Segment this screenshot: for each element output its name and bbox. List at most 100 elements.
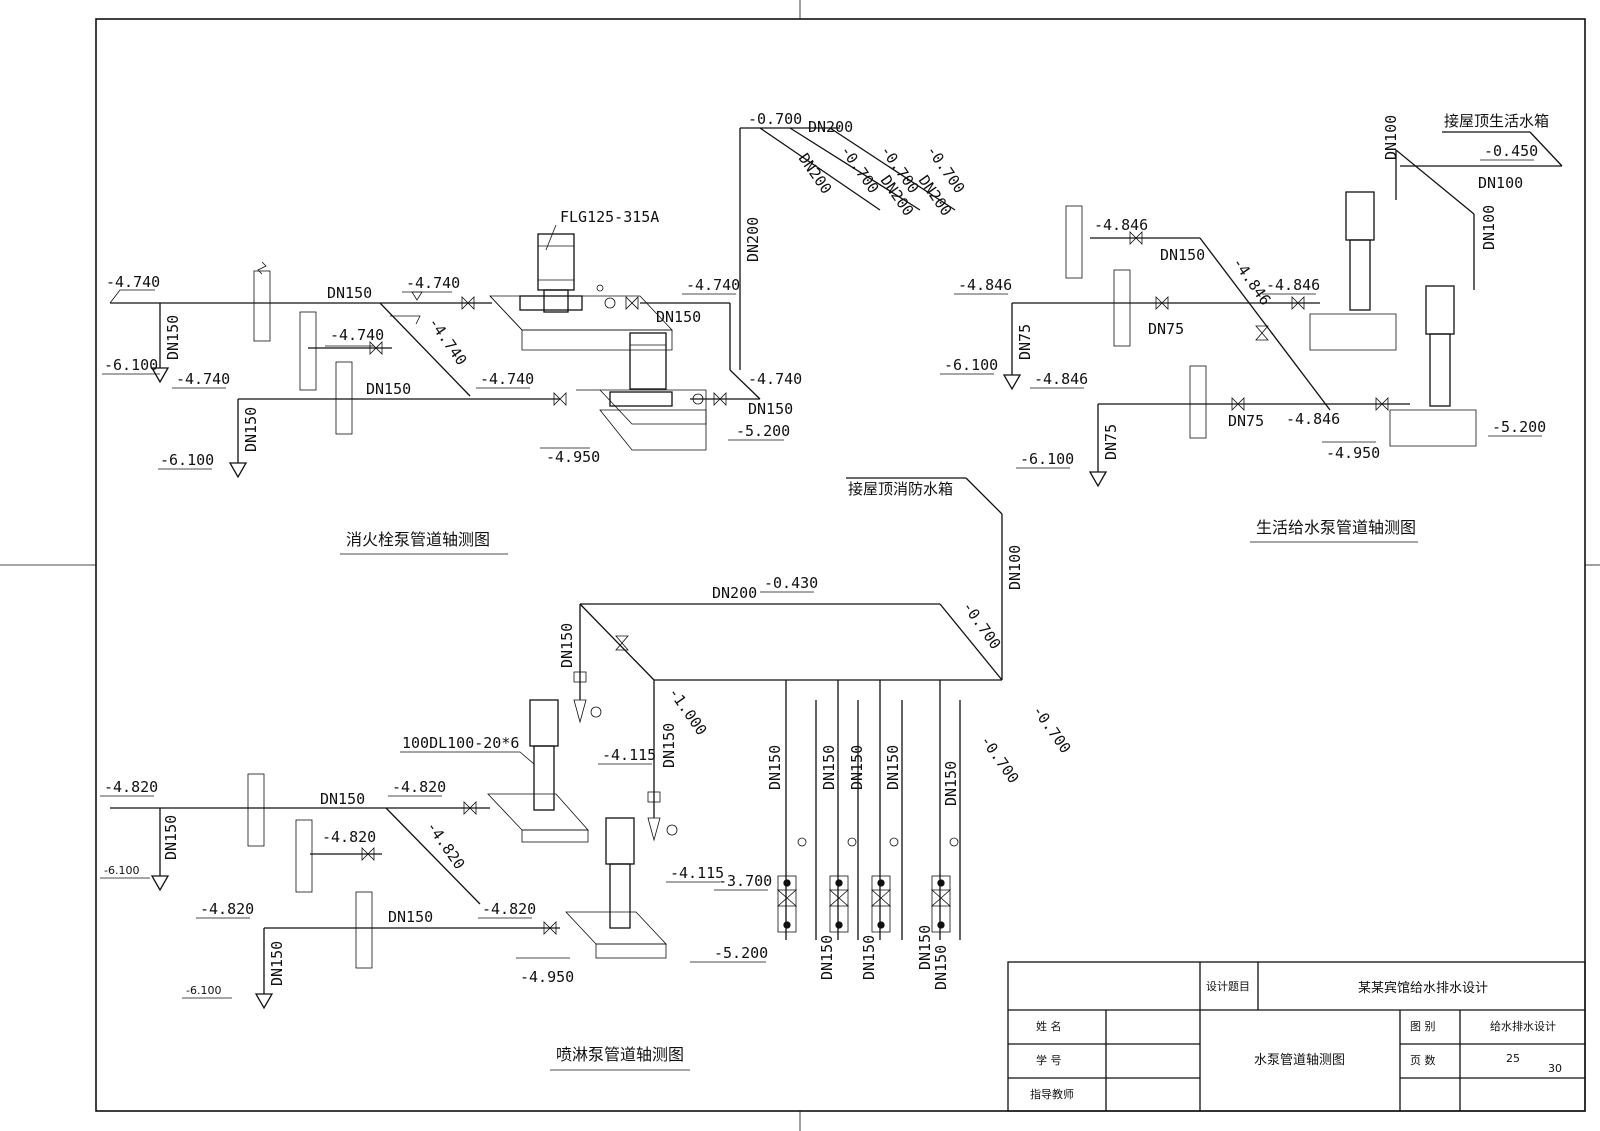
pipe-size-label: DN150: [1160, 246, 1205, 264]
pipe-size-label: DN150: [320, 790, 365, 808]
elevation-label: -4.740: [330, 326, 384, 344]
elevation-label: -4.950: [520, 968, 574, 986]
elevation-label: -5.200: [714, 944, 768, 962]
elevation-label: -4.740: [406, 274, 460, 292]
pipe-size-label: DN150: [860, 935, 878, 980]
diagram-title: 喷淋泵管道轴测图: [556, 1045, 684, 1064]
pipe-size-label: DN150: [268, 941, 286, 986]
page-count-label: 页 数: [1410, 1054, 1436, 1067]
elevation-label: -4.820: [104, 778, 158, 796]
elevation-label: -4.740: [748, 370, 802, 388]
alarm-valve-group: [776, 837, 807, 933]
pipe-size-label: DN150: [660, 723, 678, 768]
fire-hydrant-pump-diagram: -4.740 DN150 -6.100 DN150 -4.740 -4.740 …: [102, 110, 969, 555]
alarm-valve-group: [828, 837, 857, 933]
elevation-label: -5.200: [1492, 418, 1546, 436]
pump-model-label: 100DL100-20*6: [402, 734, 519, 752]
pipe-size-label: DN150: [820, 745, 838, 790]
pipe-size-label: DN150: [366, 380, 411, 398]
pipe-size-label: DN150: [388, 908, 433, 926]
elevation-label: -6.100: [160, 451, 214, 469]
pipe-size-label: DN200: [744, 217, 762, 262]
elevation-label: -4.950: [1326, 444, 1380, 462]
elevation-label: -4.820: [200, 900, 254, 918]
pipe-size-label: DN150: [916, 925, 934, 970]
pipe-size-label: DN150: [558, 623, 576, 668]
elevation-label: -4.740: [686, 276, 740, 294]
pipe-size-label: DN75: [1228, 412, 1264, 430]
student-id-label: 学 号: [1036, 1053, 1062, 1067]
diagram-title: 生活给水泵管道轴测图: [1256, 518, 1416, 537]
elevation-label: -4.846: [1094, 216, 1148, 234]
pipe-size-label: DN150: [818, 935, 836, 980]
alarm-valve-group: [930, 837, 959, 933]
elevation-label: -4.820: [482, 900, 536, 918]
domestic-pump-diagram: DN75 -4.846 -6.100 -4.846 -4.846 DN150 -…: [940, 112, 1563, 543]
elevation-label: -4.846: [1286, 410, 1340, 428]
elevation-label: -4.740: [480, 370, 534, 388]
title-block: 设计题目 某某宾馆给水排水设计 姓 名 学 号 指导教师 水泵管道轴测图 图 别…: [1007, 961, 1586, 1112]
elevation-label: -4.740: [106, 273, 160, 291]
name-label: 姓 名: [1036, 1019, 1062, 1033]
pipe-size-label: DN150: [242, 407, 260, 452]
category-label: 图 别: [1410, 1020, 1436, 1033]
sheet-number: 30: [1548, 1062, 1562, 1075]
elevation-label: -4.846: [1266, 276, 1320, 294]
pipe-size-label: DN150: [327, 284, 372, 302]
elevation-label: -4.846: [958, 276, 1012, 294]
tank-connection-note: 接屋顶生活水箱: [1444, 112, 1549, 130]
elevation-label: -6.100: [944, 356, 998, 374]
elevation-label: -0.700: [837, 142, 883, 197]
pipe-size-label: DN150: [942, 761, 960, 806]
elevation-label: -4.115: [602, 746, 656, 764]
pipe-size-label: DN150: [848, 745, 866, 790]
category-value: 给水排水设计: [1490, 1019, 1556, 1033]
drawing-name-value: 水泵管道轴测图: [1254, 1053, 1345, 1068]
pipe-size-label: DN150: [884, 745, 902, 790]
elevation-label: -0.700: [977, 732, 1023, 787]
elevation-label: -6.100: [186, 984, 221, 997]
pipe-size-label: DN200: [712, 584, 757, 602]
pump-model-label: FLG125-315A: [560, 208, 659, 226]
elevation-label: -4.740: [176, 370, 230, 388]
design-topic-value: 某某宾馆给水排水设计: [1358, 980, 1488, 996]
pipe-size-label: DN75: [1102, 424, 1120, 460]
elevation-label: -0.700: [959, 598, 1005, 653]
elevation-label: -4.740: [425, 314, 471, 369]
elevation-label: -3.700: [718, 872, 772, 890]
pipe-size-label: DN150: [766, 745, 784, 790]
elevation-label: -4.115: [670, 864, 724, 882]
pipe-size-label: DN200: [795, 150, 836, 197]
elevation-label: -0.700: [748, 110, 802, 128]
advisor-label: 指导教师: [1030, 1087, 1074, 1101]
elevation-label: -4.820: [392, 778, 446, 796]
pipe-size-label: DN150: [656, 308, 701, 326]
elevation-label: -4.820: [423, 818, 469, 873]
page-count-value: 25: [1506, 1052, 1520, 1065]
elevation-label: -4.820: [322, 828, 376, 846]
pipe-size-label: DN150: [932, 945, 950, 990]
elevation-label: -4.950: [546, 448, 600, 466]
pipe-size-label: DN100: [1480, 205, 1498, 250]
pipe-size-label: DN75: [1016, 324, 1034, 360]
elevation-label: -0.450: [1484, 142, 1538, 160]
tank-connection-note: 接屋顶消防水箱: [848, 480, 953, 498]
pipe-size-label: DN150: [162, 815, 180, 860]
elevation-label: -6.100: [1020, 450, 1074, 468]
pipe-size-label: DN100: [1382, 115, 1400, 160]
alarm-valve-group: [870, 837, 899, 933]
pipe-size-label: DN200: [808, 118, 853, 136]
elevation-label: -5.200: [736, 422, 790, 440]
elevation-label: -6.100: [104, 864, 139, 877]
pipe-size-label: DN150: [748, 400, 793, 418]
pipe-size-label: DN150: [164, 315, 182, 360]
elevation-label: -4.846: [1034, 370, 1088, 388]
sprinkler-pump-diagram: DN150 -4.820 -6.100 DN150 -4.820 -4.820 …: [100, 477, 1075, 1071]
pipe-size-label: DN100: [1006, 545, 1024, 590]
design-topic-label: 设计题目: [1206, 980, 1250, 993]
elevation-label: -0.430: [764, 574, 818, 592]
diagram-title: 消火栓泵管道轴测图: [346, 530, 490, 549]
pipe-size-label: DN75: [1148, 320, 1184, 338]
